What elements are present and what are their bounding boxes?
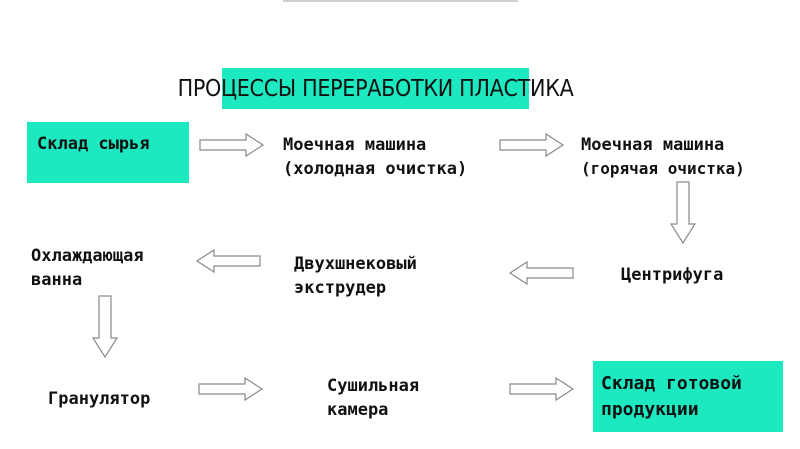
node-centrifuge: Центрифуга (621, 263, 723, 287)
node-label: Двухшнековый (294, 254, 417, 274)
top-divider (283, 0, 518, 2)
node-label: продукции (601, 399, 699, 420)
arrow-bath-to-granulator (91, 295, 119, 359)
node-raw-store: Склад сырья (27, 122, 189, 183)
node-label: Моечная машина (283, 135, 427, 155)
arrow-hot-to-centrifuge (669, 181, 697, 245)
arrow-centrifuge-to-extruder (508, 260, 574, 286)
node-label: (холодная очистка) (283, 159, 468, 179)
arrow-granulator-to-dryer (198, 376, 264, 402)
arrow-cold-to-hot (499, 132, 565, 158)
node-wash-cold: Моечная машина (холодная очистка) (283, 133, 467, 181)
node-product-store: Склад готовой продукции (593, 361, 783, 432)
node-label: Склад сырья (37, 134, 150, 154)
node-label: Гранулятор (48, 389, 151, 409)
node-label: Сушильная (327, 376, 420, 396)
node-label: Охлаждающая (31, 246, 144, 266)
node-label: (горячая очистка) (581, 159, 745, 178)
arrow-raw-to-cold (199, 132, 265, 158)
node-wash-hot: Моечная машина (горячая очистка) (581, 133, 745, 181)
node-dryer: Сушильная камера (327, 374, 419, 422)
node-label: камера (327, 400, 389, 420)
node-label: экструдер (294, 278, 387, 298)
node-label: Центрифуга (621, 265, 724, 285)
diagram-title: Процессы переработки пластика (178, 68, 574, 109)
arrow-dryer-to-product (509, 376, 575, 402)
node-cooling-bath: Охлаждающая ванна (31, 244, 144, 292)
node-label: ванна (31, 270, 83, 290)
arrow-extruder-to-bath (195, 248, 261, 274)
node-label: Склад готовой (601, 373, 742, 394)
node-label: Моечная машина (581, 135, 725, 155)
node-extruder: Двухшнековый экструдер (294, 252, 417, 300)
node-granulator: Гранулятор (48, 387, 150, 411)
